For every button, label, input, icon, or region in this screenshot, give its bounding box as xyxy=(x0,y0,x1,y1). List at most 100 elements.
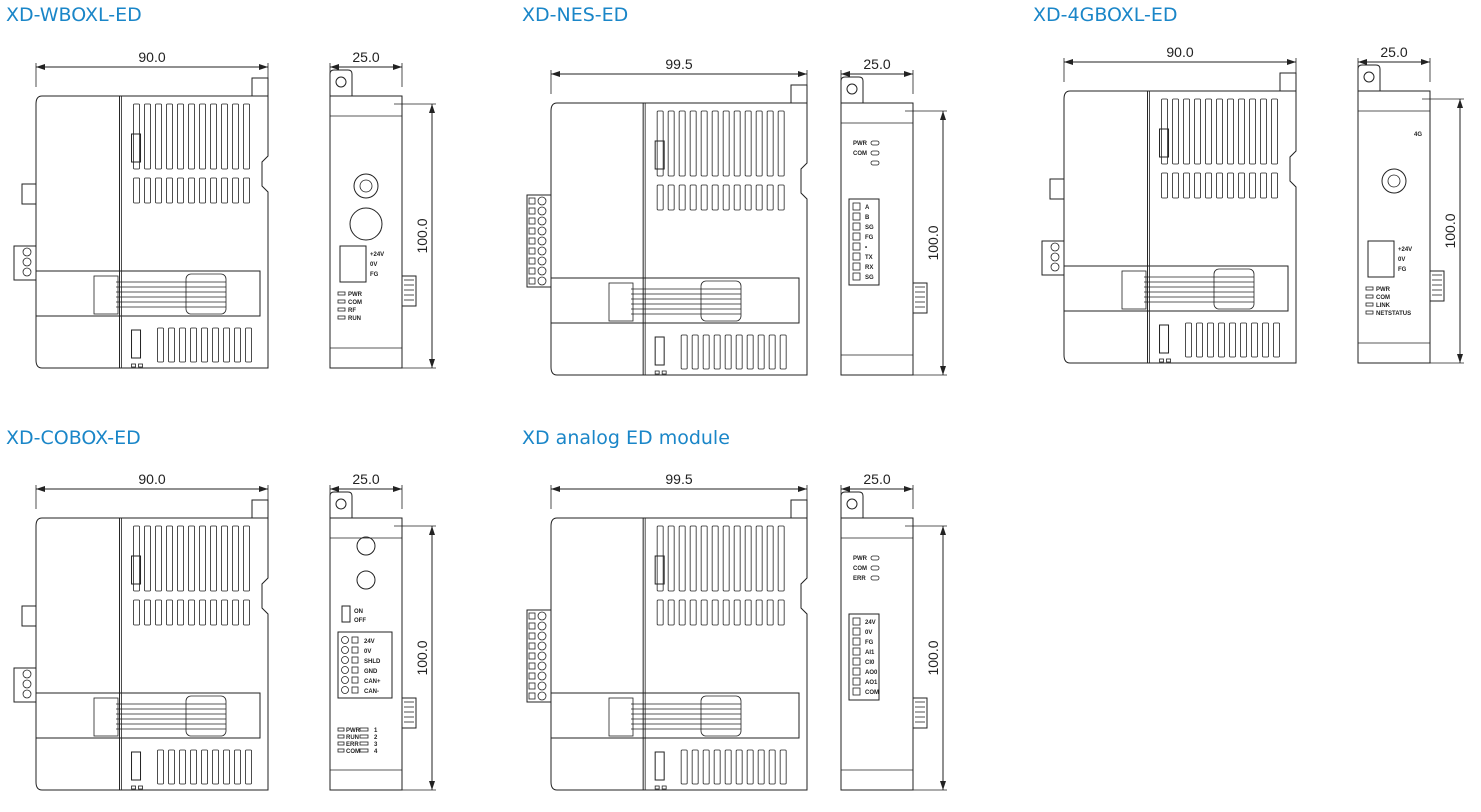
vent-slot xyxy=(735,749,743,785)
terminal-slot xyxy=(351,656,359,664)
vent-slot xyxy=(713,749,721,785)
vent-slot xyxy=(188,177,195,204)
expansion-connector xyxy=(1429,270,1445,302)
side-label: ERR xyxy=(346,742,359,748)
dimension-arrowhead xyxy=(259,486,268,492)
led-mark xyxy=(654,370,660,375)
vent-slot xyxy=(234,749,241,785)
vent-slot xyxy=(768,334,776,370)
vent-slot xyxy=(678,184,686,211)
vent-slot xyxy=(1183,172,1190,199)
terminal-screw xyxy=(1050,242,1060,252)
latch-tab xyxy=(93,275,119,315)
vent-slot xyxy=(1172,172,1179,199)
module-body xyxy=(643,102,808,376)
mounting-ear xyxy=(1357,64,1381,91)
terminal-slot xyxy=(528,672,536,680)
vent-slot xyxy=(166,599,173,626)
terminal-screw xyxy=(852,627,861,636)
vent-slot xyxy=(1185,322,1192,358)
vent-slot xyxy=(177,599,184,626)
module-title: XD-NES-ED xyxy=(522,4,629,26)
vent-slot xyxy=(702,334,710,370)
vent-slot xyxy=(210,177,217,204)
terminal-slot xyxy=(528,217,536,225)
vent-slot xyxy=(144,599,151,626)
dimension-arrowhead xyxy=(429,104,435,113)
vent-slot xyxy=(1249,98,1256,165)
latch-tab xyxy=(608,282,634,322)
latch-plug xyxy=(1213,268,1255,310)
side-label: COM xyxy=(853,151,867,157)
module-title: XD-WBOXL-ED xyxy=(6,4,142,26)
dimension-arrowhead xyxy=(798,71,807,77)
led-mark xyxy=(138,785,143,790)
vent-slot xyxy=(201,749,208,785)
vent-slot xyxy=(157,327,164,363)
side-label: 24V xyxy=(865,620,876,626)
side-label: RX xyxy=(865,265,873,271)
vent-slot xyxy=(168,749,175,785)
vent-slot xyxy=(1227,98,1234,165)
vent-slot xyxy=(700,184,708,211)
vent-slot xyxy=(210,599,217,626)
vent-slot xyxy=(678,599,686,626)
antenna-connector xyxy=(21,605,37,627)
terminal-screw xyxy=(852,687,861,696)
status-window xyxy=(654,751,665,781)
latch-plug xyxy=(185,695,227,737)
terminal-screw xyxy=(537,611,547,621)
din-rail-clip xyxy=(1279,72,1297,92)
latch-plug xyxy=(185,273,227,315)
vent-slot xyxy=(1240,322,1247,358)
vent-slot xyxy=(1227,172,1234,199)
dimension-arrowhead xyxy=(429,526,435,535)
latch-tab xyxy=(1121,270,1147,310)
terminal-screw xyxy=(22,267,32,277)
expansion-connector xyxy=(401,275,417,307)
vent-slot xyxy=(656,525,664,592)
status-window xyxy=(131,329,142,359)
vent-slot xyxy=(223,327,230,363)
terminal-slot xyxy=(528,237,536,245)
dimension-arrowhead xyxy=(904,486,913,492)
terminal-screw xyxy=(341,636,349,644)
dimension-arrowhead xyxy=(1287,59,1296,65)
module-title: XD-4GBOXL-ED xyxy=(1033,4,1178,26)
vent-slot xyxy=(212,749,219,785)
mounting-ear xyxy=(840,491,864,518)
vent-slot xyxy=(188,599,195,626)
terminal-screw xyxy=(537,661,547,671)
terminal-slot xyxy=(528,247,536,255)
vent-slot xyxy=(1238,98,1245,165)
side-label: COM xyxy=(348,300,362,306)
vent-slot xyxy=(232,525,239,592)
vent-slot xyxy=(724,749,732,785)
vent-slot xyxy=(133,103,140,170)
side-label: LINK xyxy=(1376,303,1391,309)
module-title: XD-COBOX-ED xyxy=(6,427,141,449)
side-label: SHLD xyxy=(364,659,381,665)
side-body xyxy=(329,95,403,369)
terminal-screw xyxy=(852,677,861,686)
power-terminal xyxy=(1367,240,1395,278)
vent-slot xyxy=(733,599,741,626)
dimension-arrowhead xyxy=(904,71,913,77)
status-led xyxy=(337,748,345,753)
vent-slot xyxy=(190,327,197,363)
mounting-ear xyxy=(329,491,353,518)
vent-slot xyxy=(757,334,765,370)
terminal-screw xyxy=(852,637,861,646)
led-mark xyxy=(138,363,143,368)
terminal-block xyxy=(337,631,393,699)
vent-slot xyxy=(722,110,730,177)
antenna-socket xyxy=(1381,168,1407,194)
dimension-arrowhead xyxy=(1457,99,1463,108)
side-label: 3 xyxy=(374,742,378,748)
side-label: COM xyxy=(865,690,879,696)
terminal-slot xyxy=(528,652,536,660)
side-label: 1 xyxy=(374,728,378,734)
